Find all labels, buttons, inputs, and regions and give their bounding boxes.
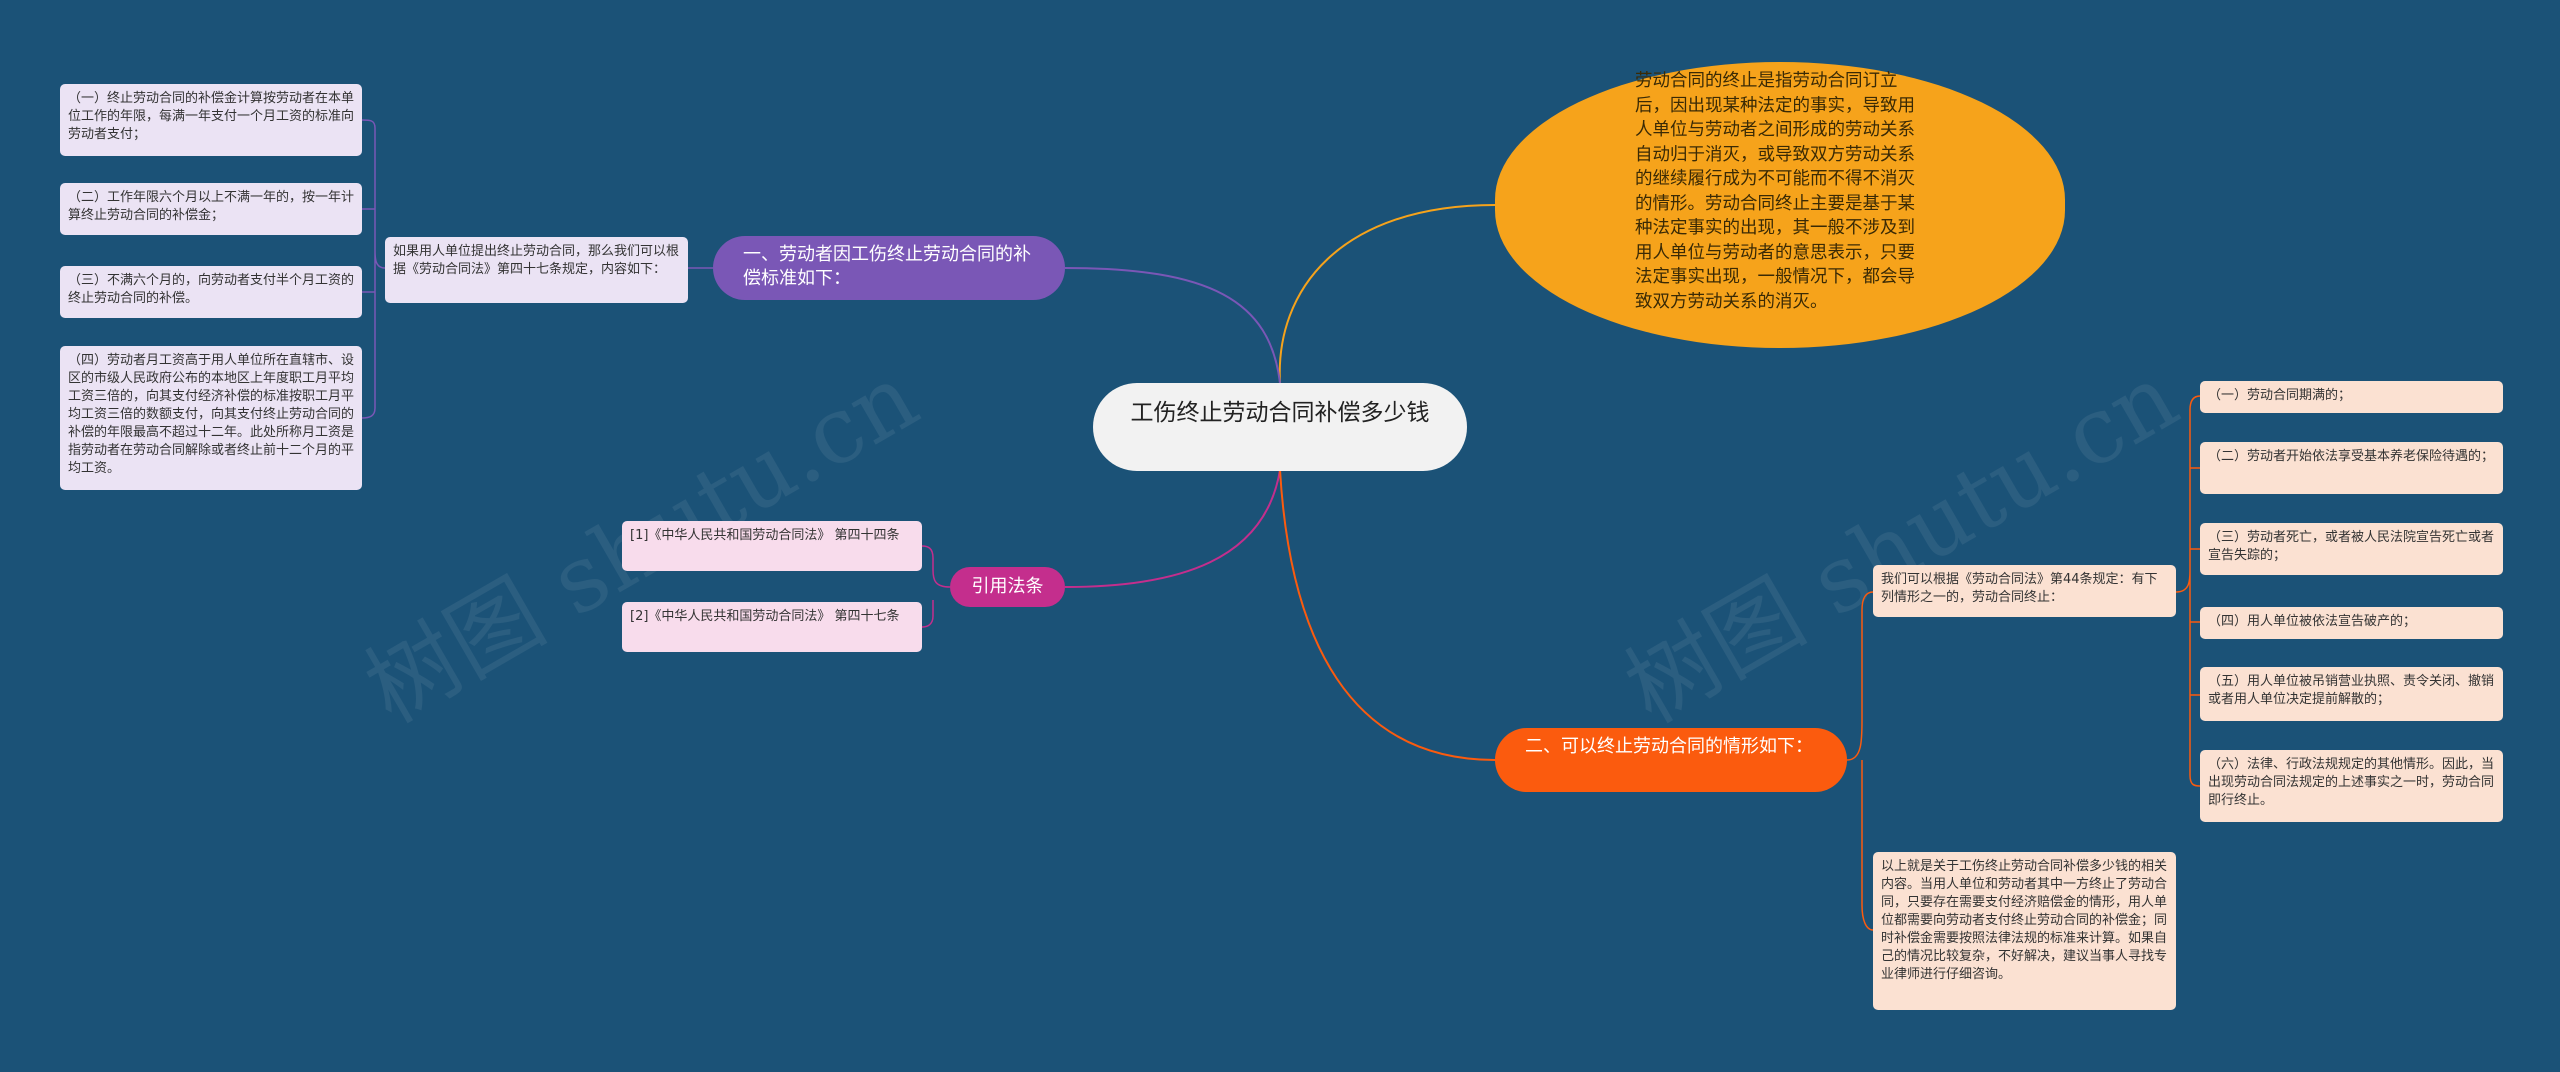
branch1-item-2[interactable]: （二）工作年限六个月以上不满一年的，按一年计算终止劳动合同的补偿金；: [60, 183, 362, 235]
bracket-refs: [921, 545, 951, 628]
link-root-branch1: [1064, 267, 1281, 384]
link-root-refs: [1064, 469, 1281, 588]
branch-compensation-standard[interactable]: 一、劳动者因工伤终止劳动合同的补偿标准如下：: [713, 236, 1065, 300]
root-topic[interactable]: 工伤终止劳动合同补偿多少钱: [1093, 383, 1467, 471]
branch1-item-3[interactable]: （三）不满六个月的，向劳动者支付半个月工资的终止劳动合同的补偿。: [60, 266, 362, 318]
branch2-item-3[interactable]: （三）劳动者死亡，或者被人民法院宣告死亡或者宣告失踪的；: [2200, 523, 2503, 575]
branch1-intro[interactable]: 如果用人单位提出终止劳动合同，那么我们可以根据《劳动合同法》第四十七条规定，内容…: [385, 237, 688, 303]
branch2-item-5[interactable]: （五）用人单位被吊销营业执照、责令关闭、撤销或者用人单位决定提前解散的；: [2200, 667, 2503, 721]
branch-cited-laws[interactable]: 引用法条: [950, 567, 1065, 607]
link-root-branch2: [1279, 469, 1496, 761]
ref-item-1[interactable]: [1]《中华人民共和国劳动合同法》 第四十四条: [622, 521, 922, 571]
branch2-intro[interactable]: 我们可以根据《劳动合同法》第44条规定：有下列情形之一的，劳动合同终止：: [1873, 565, 2176, 617]
branch2-item-4[interactable]: （四）用人单位被依法宣告破产的；: [2200, 607, 2503, 639]
branch-termination-situations[interactable]: 二、可以终止劳动合同的情形如下：: [1495, 728, 1847, 792]
link-root-bubble: [1278, 204, 1496, 384]
branch1-item-4[interactable]: （四）劳动者月工资高于用人单位所在直辖市、设区的市级人民政府公布的本地区上年度职…: [60, 346, 362, 490]
branch2-item-6[interactable]: （六）法律、行政法规规定的其他情形。因此，当出现劳动合同法规定的上述事实之一时，…: [2200, 750, 2503, 822]
bracket-branch2: [1846, 591, 1874, 931]
bracket-branch1: [361, 119, 386, 419]
summary-bubble[interactable]: 劳动合同的终止是指劳动合同订立后，因出现某种法定的事实，导致用人单位与劳动者之间…: [1495, 62, 2065, 348]
branch1-item-1[interactable]: （一）终止劳动合同的补偿金计算按劳动者在本单位工作的年限，每满一年支付一个月工资…: [60, 84, 362, 156]
branch2-item-1[interactable]: （一）劳动合同期满的；: [2200, 381, 2503, 413]
branch2-item-2[interactable]: （二）劳动者开始依法享受基本养老保险待遇的；: [2200, 442, 2503, 494]
branch2-conclusion[interactable]: 以上就是关于工伤终止劳动合同补偿多少钱的相关内容。当用人单位和劳动者其中一方终止…: [1873, 852, 2176, 1010]
bracket-branch2-items: [2175, 395, 2201, 787]
ref-item-2[interactable]: [2]《中华人民共和国劳动合同法》 第四十七条: [622, 602, 922, 652]
